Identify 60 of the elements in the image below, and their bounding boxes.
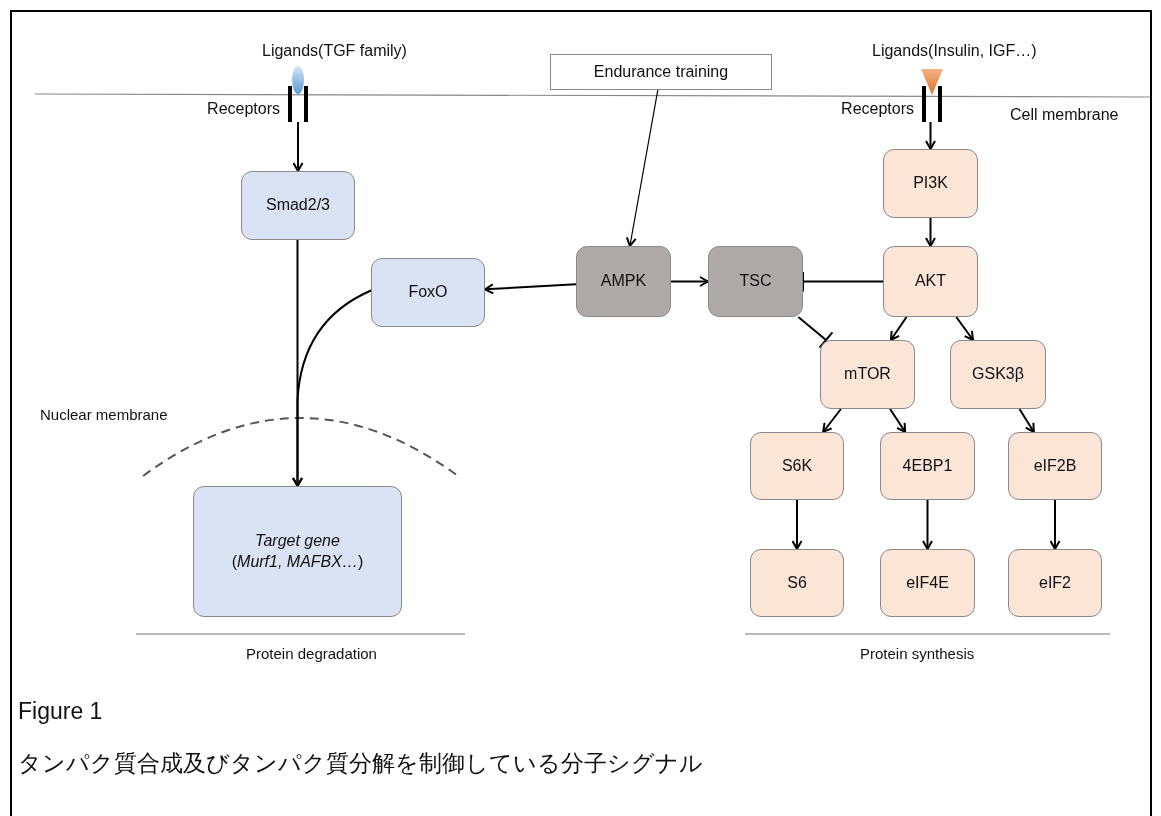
arrow xyxy=(484,283,577,295)
arrow xyxy=(292,121,304,172)
arrow xyxy=(925,217,936,247)
node-text: Endurance training xyxy=(593,61,729,82)
protein-box xyxy=(371,258,485,327)
arrow xyxy=(889,316,908,341)
section-label: Protein synthesis xyxy=(860,645,975,662)
node-text: mTOR xyxy=(844,364,891,385)
arrow xyxy=(625,89,659,247)
node-text: eIF2B xyxy=(1033,455,1077,476)
caption: タンパク質合成及びタンパク質分解を制御している分子シグナル xyxy=(18,749,703,778)
protein-box xyxy=(241,171,355,240)
protein-box xyxy=(1008,549,1102,617)
membrane-label: Nuclear membrane xyxy=(40,406,168,423)
arrow xyxy=(1018,408,1035,433)
protein-box xyxy=(950,340,1046,409)
protein-box xyxy=(576,246,671,317)
node-text: S6 xyxy=(787,572,807,593)
protein-box xyxy=(750,432,844,500)
protein-box xyxy=(880,549,975,617)
membrane-label: Cell membrane xyxy=(1010,106,1119,124)
protein-box xyxy=(820,340,915,409)
arrow xyxy=(791,499,803,550)
arrow xyxy=(922,499,933,550)
node-text: Smad2/3 xyxy=(265,195,330,216)
section-label: Protein degradation xyxy=(246,645,377,662)
node-text: FoxO xyxy=(408,282,448,303)
stimulus-box xyxy=(550,54,772,90)
node-text: AMPK xyxy=(600,271,647,292)
protein-box xyxy=(883,149,978,218)
arrow xyxy=(292,289,372,487)
protein-box xyxy=(1008,432,1102,500)
arrow xyxy=(955,316,974,341)
figure-label: Figure 1 xyxy=(18,698,103,725)
node-text: AKT xyxy=(914,271,947,292)
receptor-label: Receptors xyxy=(206,100,280,118)
node-text: PI3K xyxy=(913,173,948,194)
node-text: TSC xyxy=(739,271,772,292)
gene-box xyxy=(193,486,402,617)
arrow xyxy=(1049,499,1061,550)
arrow xyxy=(670,276,709,287)
node-text: eIF4E xyxy=(906,572,949,593)
node-text: 4EBP1 xyxy=(902,455,953,476)
arrow xyxy=(889,408,907,433)
arrow xyxy=(925,121,936,150)
node-text: eIF2 xyxy=(1039,572,1071,593)
node-text: (Murf1, MAFBX…) xyxy=(231,551,364,572)
ligand-label: Ligands(Insulin, IGF…) xyxy=(872,42,1037,60)
node-text: S6K xyxy=(781,455,813,476)
arrow xyxy=(822,408,842,433)
protein-box xyxy=(883,246,978,317)
protein-box xyxy=(750,549,844,617)
receptor-symbol xyxy=(921,86,943,122)
node-text: GSK3β xyxy=(972,364,1024,385)
ligand-label: Ligands(TGF family) xyxy=(262,42,407,60)
protein-box xyxy=(708,246,803,317)
receptor-label: Receptors xyxy=(840,100,914,118)
receptor-symbol xyxy=(287,86,309,122)
node-text: Target gene xyxy=(255,530,340,551)
protein-box xyxy=(880,432,975,500)
